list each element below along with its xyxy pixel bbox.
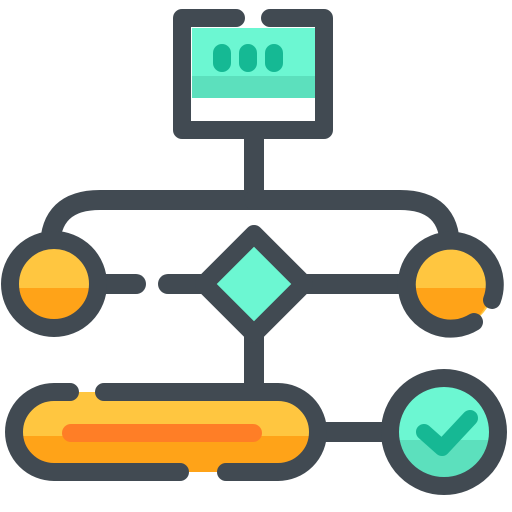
right-node	[397, 231, 504, 338]
complete-node	[381, 369, 507, 495]
terminal-pill	[5, 383, 327, 481]
process-box	[173, 9, 333, 139]
ellipsis-dots-icon	[213, 44, 283, 72]
pill-stripe	[62, 424, 262, 442]
checkmark-icon	[416, 410, 478, 456]
connector-right-branch	[244, 190, 460, 258]
decision-node	[195, 225, 313, 343]
left-node	[1, 231, 107, 337]
